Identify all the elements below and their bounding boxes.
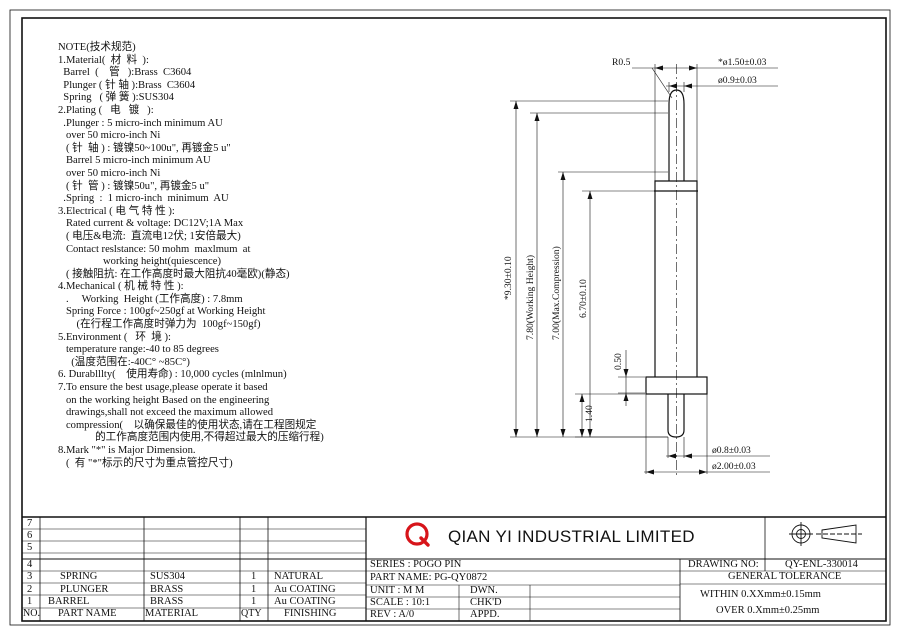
company-name: QIAN YI INDUSTRIAL LIMITED (448, 527, 695, 546)
dim-len700: 7.00(Max.Compression) (551, 246, 562, 340)
note-line: Plunger ( 针 轴 ):Brass C3604 (58, 79, 196, 91)
rev-label: REV : A/0 (370, 609, 415, 620)
dim-r05: R0.5 (612, 57, 631, 68)
note-line: over 50 micro-inch Ni (58, 130, 161, 142)
note-line: 6. Durablllty( 使用寿命) : 10,000 cycles (ml… (58, 369, 287, 381)
tolerance-over: OVER 0.Xmm±0.25mm (716, 605, 820, 616)
bom-row-number: 6 (27, 530, 33, 541)
sheet-inner-border (21, 17, 887, 622)
bom-header-part-name: PART NAME (58, 608, 117, 619)
bom-part-name: PLUNGER (60, 584, 109, 595)
bom-finishing: NATURAL (274, 571, 323, 582)
note-line: Barrel ( 管 ):Brass C3604 (58, 67, 192, 79)
note-line: over 50 micro-inch Ni (58, 167, 161, 179)
drawing-no-label: DRAWING NO: (688, 559, 759, 570)
bom-qty: 1 (251, 596, 257, 607)
note-line: ( 针 轴 ) : 镀镍50~100u", 再镀金5 u" (58, 142, 231, 154)
technical-notes: NOTE(技术规范)1.Material( 材 料 ): Barrel ( 管 … (58, 42, 388, 470)
company-logo (405, 522, 430, 547)
note-line: NOTE(技术规范) (58, 42, 136, 53)
note-line: Contact reslstance: 50 mohm maxlmum at (58, 243, 251, 255)
note-line: drawings,shall not exceed the maximum al… (58, 407, 274, 419)
note-line: 5.Environment ( 环 境 ): (58, 331, 171, 343)
bom-row-number: 5 (27, 542, 33, 553)
note-line: Spring Force : 100gf~250gf at Working He… (58, 306, 266, 318)
note-line: 3.Electrical ( 电 气 特 性 ): (58, 205, 175, 217)
appd-label: APPD. (470, 609, 500, 620)
part-name-label: PART NAME: PG-QY0872 (370, 572, 488, 583)
bom-material: SUS304 (150, 571, 186, 582)
bom-row-number: 3 (27, 571, 33, 582)
note-line: compression( 以确保最佳的使用状态,请在工程图规定 (58, 419, 317, 431)
projection-symbol-icon (789, 522, 862, 546)
title-block-grid (22, 516, 886, 621)
sheet-outer-border (9, 9, 891, 626)
note-line: temperature range:-40 to 85 degrees (58, 344, 219, 356)
note-line: (温度范围在:-40C° ~85C°) (58, 356, 190, 368)
dwn-label: DWN. (470, 585, 498, 596)
bom-part-name: BARREL (48, 596, 90, 607)
note-line: ( 有 "*"标示的尺寸为重点管控尺寸) (58, 457, 233, 469)
chkd-label: CHK'D (470, 597, 502, 608)
drawing-no: QY-ENL-330014 (785, 559, 858, 570)
note-line: 4.Mechanical ( 机 械 特 性 ): (58, 281, 184, 293)
bom-row-number: 4 (27, 559, 33, 570)
note-line: Spring ( 弹 簧 ):SUS304 (58, 92, 174, 104)
note-line: .Plunger : 5 micro-inch minimum AU (58, 117, 223, 129)
bom-row-number: 2 (27, 584, 33, 595)
note-line: ( 接触阻抗: 在工作高度时最大阻抗40毫欧)(静态) (58, 268, 290, 280)
dim-len140: 1.40 (584, 405, 595, 422)
bom-header-qty: QTY (241, 608, 262, 619)
note-line: 7.To ensure the best usage,please operat… (58, 382, 268, 394)
note-line: 1.Material( 材 料 ): (58, 54, 149, 66)
note-line: Rated current & voltage: DC12V;1A Max (58, 218, 244, 230)
note-line: Barrel 5 micro-inch minimum AU (58, 155, 211, 167)
note-line: ( 针 管 ) : 镀镍50u", 再镀金5 u" (58, 180, 210, 192)
bom-header-finishing: FINISHING (284, 608, 337, 619)
note-line: (在行程工作高度时弹力为 100gf~150gf) (58, 319, 261, 331)
dimension-lines (510, 64, 778, 474)
note-line: . Working Height (工作高度) : 7.8mm (58, 293, 243, 305)
dim-od200: ø2.00±0.03 (712, 461, 756, 472)
dim-od09: ø0.9±0.03 (718, 75, 757, 86)
dim-len930: *9.30±0.10 (503, 256, 514, 300)
bom-material: BRASS (150, 596, 184, 607)
note-line: 2.Plating ( 电 镀 ): (58, 104, 154, 116)
note-line: 8.Mark "*" is Major Dimension. (58, 445, 196, 456)
series-label: SERIES : POGO PIN (370, 559, 462, 570)
note-line: working height(quiescence) (58, 256, 221, 268)
dim-len050: 0.50 (613, 353, 624, 370)
scale-label: SCALE : 10:1 (370, 597, 431, 608)
dimension-arrows (513, 65, 707, 475)
bom-qty: 1 (251, 584, 257, 595)
bom-header-no: NO. (23, 608, 40, 619)
dim-len670: 6.70±0.10 (578, 279, 589, 318)
bom-header-material: MATERIAL (145, 608, 199, 619)
tolerance-within: WITHIN 0.XXmm±0.15mm (700, 589, 821, 600)
dim-len780: 7.80(Working Height) (525, 255, 536, 340)
general-tolerance: GENERAL TOLERANCE (728, 571, 842, 582)
note-line: on the working height Based on the engin… (58, 394, 270, 406)
bom-row-number: 1 (27, 596, 33, 607)
bom-row-number: 7 (27, 518, 33, 529)
unit-label: UNIT : M M (370, 585, 425, 596)
bom-qty: 1 (251, 571, 257, 582)
bom-part-name: SPRING (60, 571, 98, 582)
bom-finishing: Au COATING (274, 584, 336, 595)
note-line: ( 电压&电流: 直流电12伏; 1安倍最大) (58, 230, 241, 242)
note-line: .Spring : 1 micro-inch minimum AU (58, 193, 229, 205)
bom-material: BRASS (150, 584, 184, 595)
note-line: 的工作高度范围内使用,不得超过最大的压缩行程) (58, 432, 324, 444)
dim-od150: *ø1.50±0.03 (718, 57, 767, 68)
dim-od08: ø0.8±0.03 (712, 445, 751, 456)
bom-finishing: Au COATING (274, 596, 336, 607)
